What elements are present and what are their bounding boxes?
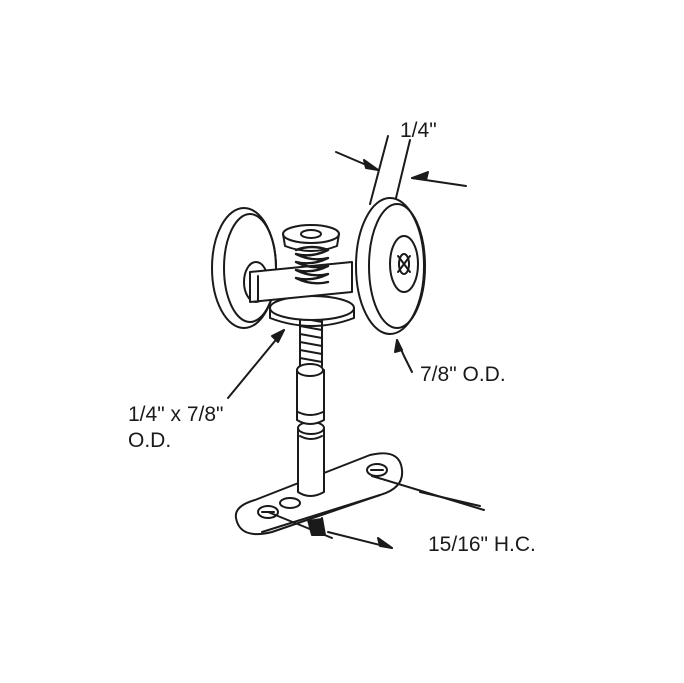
top-cap (282, 224, 340, 252)
spring (294, 245, 330, 285)
hole-center-dimension (267, 475, 485, 549)
od-leader (394, 339, 413, 373)
right-screw-hole (366, 463, 388, 477)
plate-stamp-mark (279, 497, 301, 509)
wheel-od-label: 7/8" O.D. (420, 363, 506, 386)
wheel-width-label: 1/4" (400, 119, 437, 142)
axle-leader (227, 329, 285, 399)
hole-center-label: 15/16" H.C. (428, 533, 536, 556)
left-wheel (211, 207, 277, 329)
axle-od-label: O.D. (128, 429, 172, 452)
flange-washer (269, 295, 355, 327)
axle-size-label: 1/4" x 7/8" (128, 403, 224, 426)
lower-post (297, 421, 325, 497)
width-dimension (335, 135, 467, 205)
right-wheel (355, 197, 426, 335)
middle-post (296, 363, 325, 425)
axle-bracket (249, 261, 353, 303)
left-screw-hole (257, 505, 279, 519)
